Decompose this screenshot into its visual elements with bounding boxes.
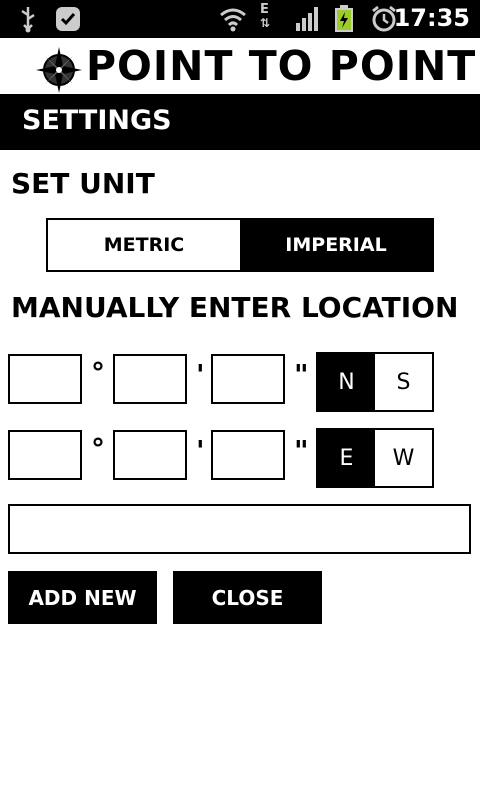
latitude-north-option[interactable]: N	[318, 354, 375, 410]
unit-imperial-option[interactable]: IMPERIAL	[240, 220, 432, 270]
latitude-second-symbol: "	[294, 358, 309, 391]
latitude-degrees-input[interactable]	[8, 354, 82, 404]
location-name-input[interactable]	[8, 504, 471, 554]
longitude-direction-toggle: E W	[316, 428, 434, 488]
alarm-icon	[372, 5, 396, 32]
status-clock: 17:35	[393, 4, 470, 32]
set-unit-heading: SET UNIT	[11, 167, 155, 200]
manual-location-heading: MANUALLY ENTER LOCATION	[11, 291, 459, 324]
longitude-seconds-input[interactable]	[211, 430, 285, 480]
usb-icon	[21, 7, 35, 33]
battery-icon	[335, 5, 353, 32]
signal-icon	[296, 7, 318, 31]
longitude-east-option[interactable]: E	[318, 430, 375, 486]
app-title: POINT TO POINT	[86, 42, 477, 90]
latitude-minutes-input[interactable]	[113, 354, 187, 404]
data-arrows-icon: E ⇅	[260, 2, 271, 30]
network-type-label: E	[260, 2, 269, 17]
latitude-seconds-input[interactable]	[211, 354, 285, 404]
latitude-direction-toggle: N S	[316, 352, 434, 412]
status-bar: E ⇅ 17:35	[0, 0, 480, 38]
settings-bar: SETTINGS	[0, 94, 480, 150]
longitude-degree-symbol: °	[91, 432, 105, 465]
app-header: POINT TO POINT	[0, 38, 480, 94]
longitude-degrees-input[interactable]	[8, 430, 82, 480]
unit-metric-option[interactable]: METRIC	[48, 220, 240, 270]
longitude-minute-symbol: '	[196, 434, 205, 467]
settings-title: SETTINGS	[22, 105, 172, 136]
latitude-degree-symbol: °	[91, 356, 105, 389]
wifi-icon	[220, 8, 246, 32]
latitude-minute-symbol: '	[196, 358, 205, 391]
close-button[interactable]: CLOSE	[173, 571, 322, 624]
check-shield-icon	[56, 7, 80, 31]
compass-logo-icon	[36, 47, 82, 93]
longitude-minutes-input[interactable]	[113, 430, 187, 480]
longitude-second-symbol: "	[294, 434, 309, 467]
longitude-west-option[interactable]: W	[375, 430, 432, 486]
add-new-button[interactable]: ADD NEW	[8, 571, 157, 624]
unit-toggle: METRIC IMPERIAL	[46, 218, 434, 272]
latitude-south-option[interactable]: S	[375, 354, 432, 410]
